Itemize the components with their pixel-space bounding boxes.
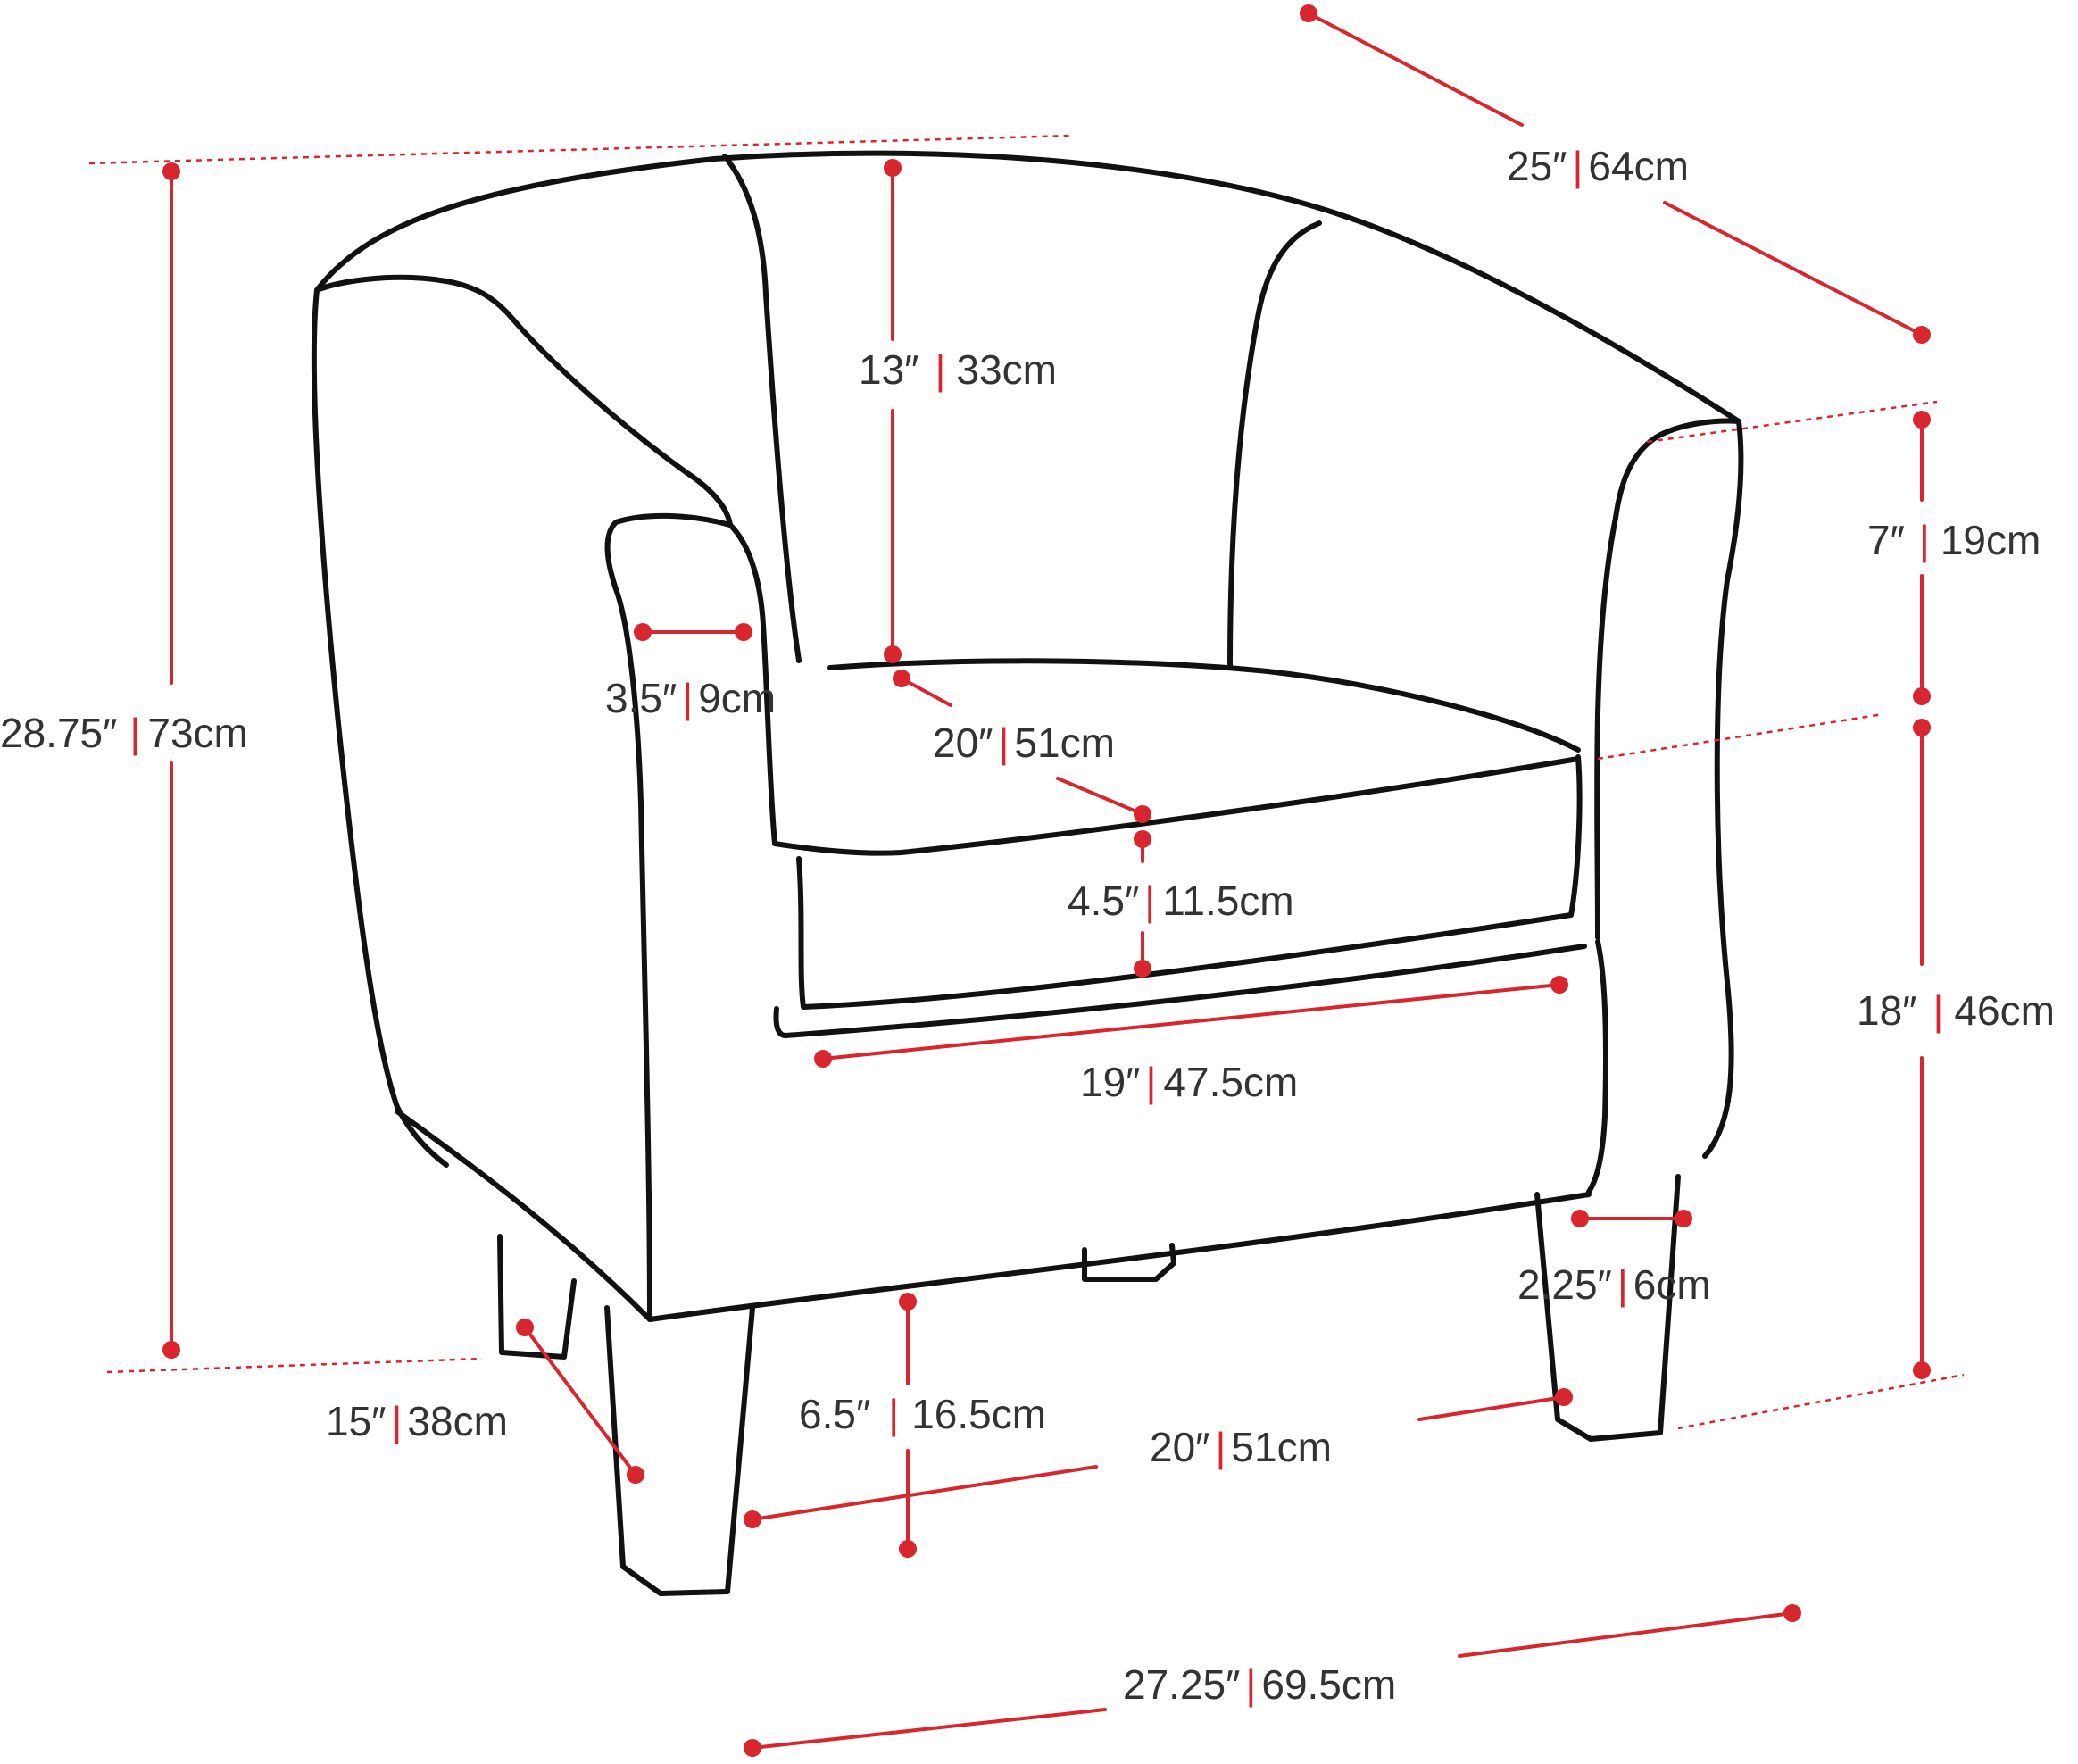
leg-width-dot-a [1571, 1210, 1589, 1227]
leg-depth-dot-b [627, 1466, 644, 1484]
chair-base-bottom [647, 1192, 1592, 1322]
depth-top-line-a [1307, 12, 1524, 127]
label-back-height: 13″|33cm [859, 346, 1057, 393]
seat-depth-dot-a [893, 670, 910, 687]
chair-cushion-front-top [772, 756, 1581, 856]
floor-extension [1677, 1373, 1965, 1430]
label-cushion-thickness: 4.5″|11.5cm [1068, 878, 1294, 924]
depth-top-dot-b [1913, 326, 1931, 344]
seat-top-extension [1597, 712, 1884, 761]
chair-right-arm-front [1586, 939, 1609, 1194]
leg-width-dot-b [1675, 1210, 1692, 1227]
cushion-thickness-dot-a [1134, 830, 1151, 848]
seat-height-dot-b [1913, 1361, 1931, 1379]
chair-back-left-leg [497, 1234, 577, 1360]
leg-height-dot-a [899, 1293, 917, 1311]
label-leg-height: 6.5″|16.5cm [799, 1391, 1046, 1437]
total-width-line-b [1458, 1611, 1794, 1658]
total-height-dot-a [162, 162, 180, 180]
bottom-height-extension [106, 1357, 483, 1374]
total-width-dot-a [744, 1739, 761, 1757]
chair-left-arm-inner-edge [727, 522, 777, 846]
cushion-thickness-dot-b [1134, 960, 1151, 978]
arm-height-dot-b [1913, 687, 1931, 705]
chair-front-left-leg [604, 1305, 755, 1596]
label-total-height: 28.75″|73cm [0, 710, 248, 756]
label-seat-depth: 20″|51cm [933, 720, 1115, 766]
label-leg-span: 20″|51cm [1150, 1424, 1332, 1470]
chair-cushion-right-side [1568, 754, 1583, 918]
seat-height-dot-a [1913, 719, 1931, 736]
chair-right-arm-top [1613, 418, 1741, 520]
arm-width-dot-b [735, 623, 752, 641]
leg-depth-dot-a [516, 1319, 534, 1336]
arm-height-dot-a [1913, 411, 1931, 429]
total-width-dot-b [1783, 1604, 1801, 1622]
chair-left-arm-top [314, 274, 733, 528]
chair-right-arm-outer [1702, 419, 1744, 1159]
arm-width-dot-a [634, 623, 652, 641]
back-height-dot-a [884, 159, 902, 177]
chair-seat-front-line [773, 944, 1587, 1038]
leg-span-dot-b [1555, 1388, 1573, 1406]
label-total-width: 27.25″|69.5cm [1123, 1661, 1396, 1708]
chair-right-arm-inner [1594, 515, 1618, 940]
chair-left-side-bottom [395, 1109, 652, 1322]
extension-lines [88, 134, 1965, 1430]
seat-width-dot-b [1550, 976, 1568, 994]
label-leg-width: 2.25″|6cm [1517, 1261, 1711, 1308]
label-arm-height: 7″|19cm [1867, 517, 2041, 563]
chair-left-arm-outer [311, 287, 449, 1168]
chair-outline [311, 150, 1744, 1596]
dimension-lines [162, 4, 1931, 1757]
chair-back-right-leg [1082, 1243, 1176, 1282]
seat-depth-dot-b [1134, 805, 1151, 823]
depth-top-dot-a [1300, 4, 1317, 22]
seat-depth-line-b [1056, 777, 1144, 816]
top-height-extension [88, 134, 1072, 165]
chair-left-arm-front [604, 512, 733, 1322]
seat-width-dot-a [814, 1050, 832, 1068]
chair-front-right-leg [1534, 1174, 1681, 1442]
arm-top-extension [1646, 400, 1938, 444]
chair-cushion-front-bottom [796, 856, 1574, 1010]
leg-span-line-a [751, 1465, 1098, 1521]
back-height-dot-b [884, 645, 902, 663]
leg-height-dot-b [899, 1540, 917, 1558]
label-seat-width: 19″|47.5cm [1080, 1059, 1298, 1105]
depth-top-line-b [1663, 201, 1924, 337]
leg-span-line-b [1417, 1395, 1566, 1421]
chair-back-left-seam [722, 154, 802, 663]
label-depth-top: 25″|64cm [1507, 143, 1689, 189]
chair-back-right-seam [1227, 220, 1322, 668]
dimension-labels: 25″|64cm 13″|33cm 28.75″|73cm 3.5″|9cm 2… [0, 143, 2055, 1708]
label-arm-width: 3.5″|9cm [605, 675, 776, 721]
seat-width-line [821, 983, 1561, 1061]
leg-span-dot-a [744, 1510, 761, 1528]
leg-depth-line [523, 1326, 637, 1477]
total-height-dot-b [162, 1341, 180, 1359]
chair-cushion-top [827, 658, 1581, 753]
chair-back-top-rim [314, 150, 1741, 424]
seat-depth-line-a [900, 677, 952, 707]
total-width-line-a [751, 1708, 1107, 1750]
label-leg-depth: 15″|38cm [326, 1398, 508, 1444]
label-seat-height: 18″|46cm [1857, 987, 2055, 1034]
